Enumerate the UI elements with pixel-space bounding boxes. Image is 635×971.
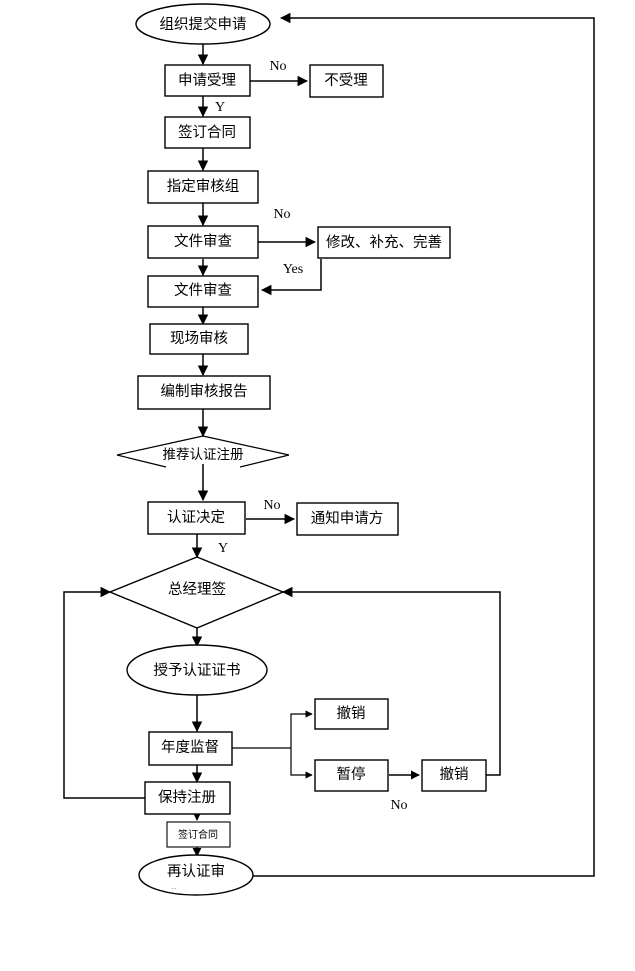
node-revise-label: 修改、补充、完善 <box>326 234 442 251</box>
node-annual-supervision-label: 年度监督 <box>161 739 219 756</box>
node-doc-review-2[interactable]: 文件审查 <box>147 275 259 308</box>
edge-revise-to-docreview2 <box>260 259 322 296</box>
node-onsite-audit-label: 现场审核 <box>170 330 228 347</box>
node-recert-audit[interactable]: 再认证审 .. <box>138 854 254 896</box>
edge-supervision-to-revoketop <box>290 710 313 748</box>
edge-label-no-accept: No <box>269 59 286 74</box>
node-recert-audit-label: 再认证审 <box>167 863 225 880</box>
node-sign-contract[interactable]: 签订合同 <box>164 116 251 149</box>
edge-recert-to-start <box>252 12 595 877</box>
node-revoke-right[interactable]: 撤销 <box>421 759 487 792</box>
node-sign-contract-small-label: 签订合同 <box>178 828 218 841</box>
node-audit-report-label: 编制审核报告 <box>161 383 248 400</box>
node-revise[interactable]: 修改、补充、完善 <box>317 226 451 259</box>
node-onsite-audit[interactable]: 现场审核 <box>149 323 249 355</box>
edge-label-no-decision: No <box>263 498 280 513</box>
node-start-apply-label: 组织提交申请 <box>160 15 247 33</box>
edge-label-yes-accept: Y <box>215 100 225 115</box>
node-notify-applicant-label: 通知申请方 <box>311 510 384 527</box>
edge-revokeright-to-gmsign <box>281 586 501 776</box>
node-gm-sign[interactable]: 总经理签 <box>108 556 285 629</box>
node-revoke-right-label: 撤销 <box>440 766 469 783</box>
node-assign-team-label: 指定审核组 <box>167 178 240 195</box>
node-suspend-label: 暂停 <box>337 766 366 783</box>
node-notify-applicant[interactable]: 通知申请方 <box>296 502 399 536</box>
node-gm-sign-label: 总经理签 <box>168 581 226 598</box>
node-doc-review-1[interactable]: 文件审查 <box>147 225 259 259</box>
node-keep-register-label: 保持注册 <box>158 789 216 806</box>
edge-supervision-to-suspend <box>290 748 313 779</box>
node-assign-team[interactable]: 指定审核组 <box>147 170 259 204</box>
edge-label-no-docreview: No <box>273 207 290 222</box>
node-accept-apply-label: 申请受理 <box>178 72 236 89</box>
node-start-apply[interactable]: 组织提交申请 <box>135 3 271 45</box>
node-keep-register[interactable]: 保持注册 <box>144 781 231 815</box>
node-cert-decision-label: 认证决定 <box>167 509 225 526</box>
node-accept-apply[interactable]: 申请受理 <box>164 64 251 97</box>
node-doc-review-2-label: 文件审查 <box>174 282 232 299</box>
node-doc-review-1-label: 文件审查 <box>174 233 232 250</box>
edge-label-no-revoke: No <box>390 798 407 813</box>
node-cert-decision[interactable]: 认证决定 <box>147 501 246 535</box>
node-sign-contract-small[interactable]: 签订合同 <box>166 821 231 848</box>
edge-label-yes-decision: Y <box>218 541 228 556</box>
node-audit-report[interactable]: 编制审核报告 <box>137 375 271 410</box>
node-recommend-register[interactable]: 推荐认证注册 <box>116 435 290 468</box>
node-grant-cert-label: 授予认证证书 <box>154 662 241 679</box>
node-not-accept[interactable]: 不受理 <box>309 64 384 98</box>
node-grant-cert[interactable]: 授予认证证书 <box>126 644 268 696</box>
edge-keep-to-gmsign <box>63 586 145 799</box>
node-revoke-top[interactable]: 撤销 <box>314 698 389 730</box>
node-sign-contract-label: 签订合同 <box>178 124 236 141</box>
node-recert-audit-sublabel: .. <box>171 882 176 891</box>
node-suspend[interactable]: 暂停 <box>314 759 389 792</box>
node-annual-supervision[interactable]: 年度监督 <box>148 731 233 766</box>
node-revoke-top-label: 撤销 <box>337 705 366 722</box>
node-not-accept-label: 不受理 <box>324 72 368 89</box>
node-recommend-register-label: 推荐认证注册 <box>163 447 244 463</box>
edge-label-yes-docreview: Yes <box>283 262 303 277</box>
